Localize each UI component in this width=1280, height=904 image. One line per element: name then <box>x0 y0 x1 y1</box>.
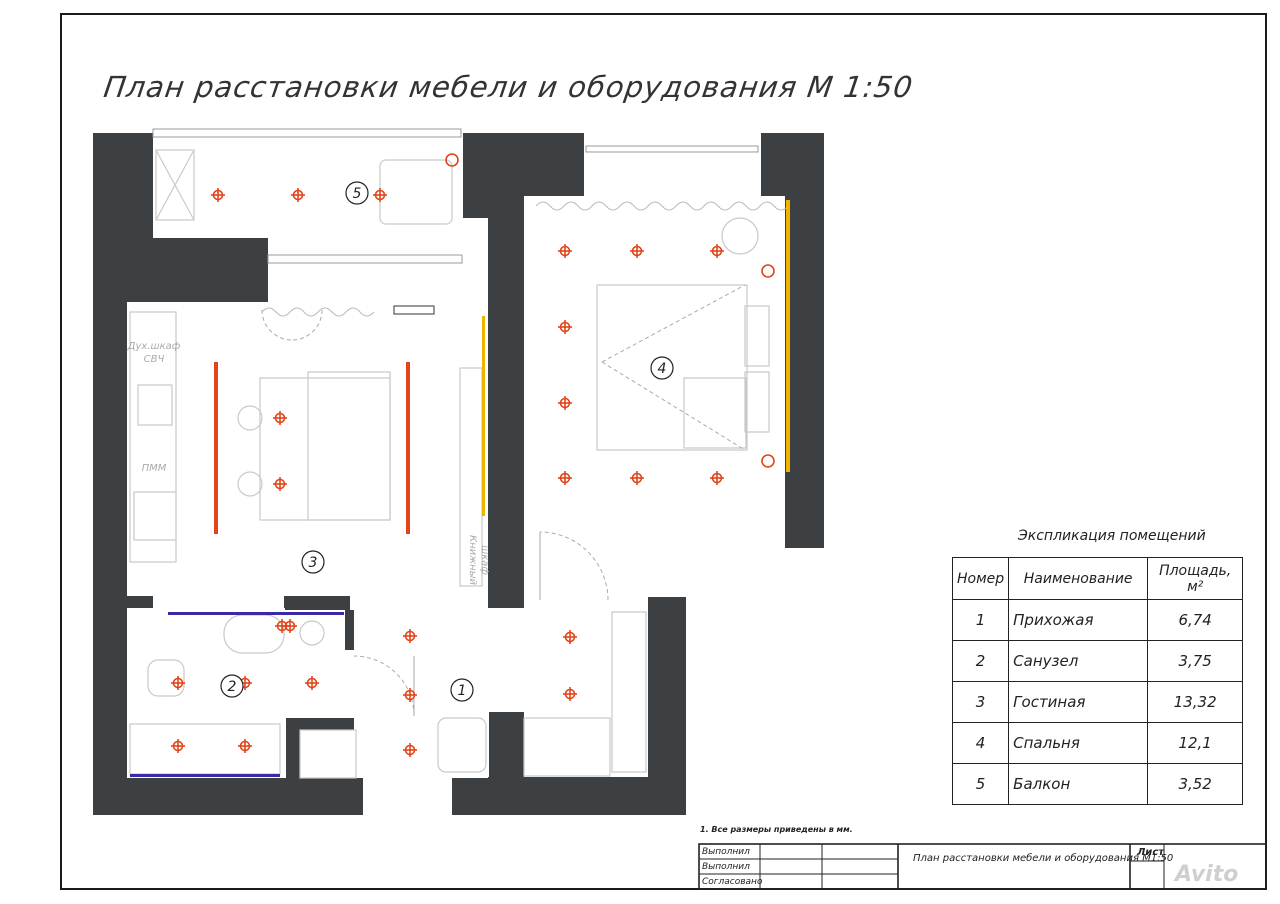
ceiling-light-icon <box>238 739 252 753</box>
room-label-2: 2 <box>228 679 237 695</box>
curtains <box>261 201 789 317</box>
ceiling-light-icon <box>283 619 297 633</box>
room-label-1: 1 <box>458 683 467 699</box>
ceiling-light-icon <box>403 688 417 702</box>
led-strip-bedroom <box>786 200 790 472</box>
room-labels <box>220 181 674 702</box>
microwave-label: СВЧ <box>144 354 165 365</box>
ceiling-light-icon <box>273 411 287 425</box>
ceiling-light-icon <box>558 244 572 258</box>
bath-trim-bottom <box>130 774 280 777</box>
windows <box>152 128 759 315</box>
ceiling-light-icon <box>273 477 287 491</box>
track-light-2 <box>406 362 410 534</box>
watermark-logo: Avito <box>1175 862 1239 887</box>
ceiling-light-icon <box>171 676 185 690</box>
ceiling-light-icon <box>171 739 185 753</box>
ceiling-light-icon <box>373 188 387 202</box>
room-label-4: 4 <box>658 361 667 377</box>
stamp-title: План расстановки мебели и оборудования М… <box>913 853 1174 864</box>
ceiling-light-icon <box>558 396 572 410</box>
bookshelf-label-1: Книжный <box>467 535 478 586</box>
ceiling-light-icon <box>630 244 644 258</box>
ceiling-light-icon <box>710 244 724 258</box>
room-label-3: 3 <box>309 555 318 571</box>
wall-sconce-icon <box>761 454 775 468</box>
ceiling-light-icon <box>563 687 577 701</box>
track-light-1 <box>214 362 218 534</box>
title-block: Выполнил Выполнил Согласовано План расст… <box>698 843 1267 890</box>
stamp-row-3: Согласовано <box>702 877 763 887</box>
drawing-frame <box>60 13 1267 890</box>
ceiling-light-icon <box>558 320 572 334</box>
room-label-5: 5 <box>353 186 362 202</box>
ceiling-light-icon <box>403 743 417 757</box>
ceiling-light-icon <box>305 676 319 690</box>
ceiling-light-icon <box>403 629 417 643</box>
bookshelf-label-2: шкаф <box>479 545 490 575</box>
stamp-sheet: Лист <box>1137 847 1165 858</box>
ceiling-light-icon <box>630 471 644 485</box>
explication-title: Экспликация помещений <box>1018 528 1206 544</box>
dimension-note: 1. Все размеры приведены в мм. <box>700 825 853 834</box>
ceiling-light-icon <box>291 188 305 202</box>
bath-trim-top <box>168 612 344 615</box>
stamp-row-2: Выполнил <box>702 862 750 872</box>
ceiling-light-icon <box>558 471 572 485</box>
wall-sconce-icon <box>761 264 775 278</box>
ceiling-light-icon <box>710 471 724 485</box>
oven-label: Дух.шкаф <box>127 341 181 352</box>
col-area-header: Площадь, м² <box>1147 557 1244 600</box>
wall-sconce-icon <box>445 153 459 167</box>
room-interiors <box>127 136 785 778</box>
col-name-header: Наименование <box>1008 557 1149 600</box>
stamp-row-1: Выполнил <box>702 847 750 857</box>
ceiling-light-icon <box>211 188 225 202</box>
door-swings <box>261 284 746 717</box>
dishwasher-label: ПММ <box>142 463 167 474</box>
col-number-header: Номер <box>951 557 1010 600</box>
led-strip-living <box>482 316 485 516</box>
ceiling-light-icon <box>563 630 577 644</box>
